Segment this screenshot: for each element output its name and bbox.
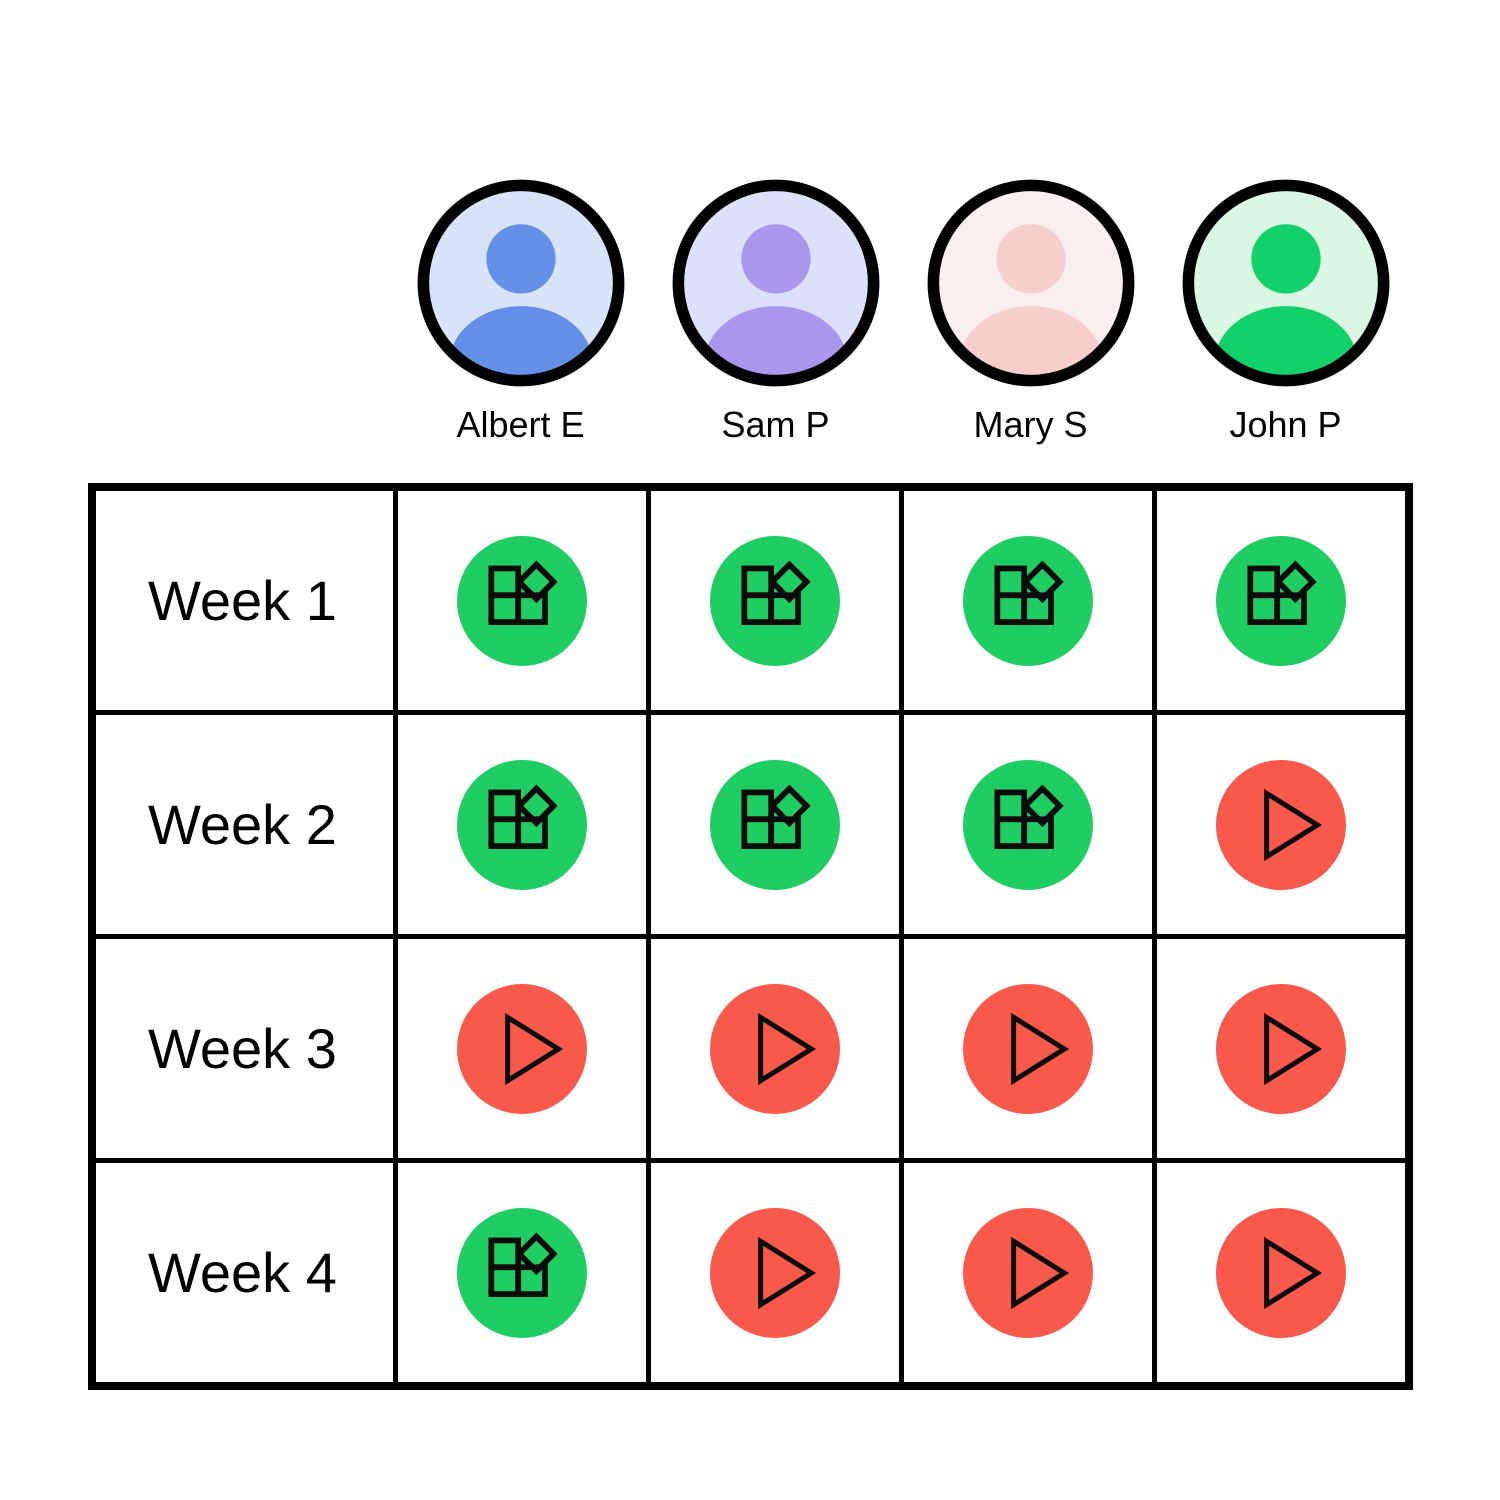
status-cell-week2-albert-e [398, 715, 646, 934]
person-header-sam-p: Sam P [648, 178, 903, 445]
blocks-icon [488, 1232, 558, 1297]
play-icon [1264, 1012, 1323, 1085]
status-badge-blocks [457, 535, 587, 666]
status-badge-play [1216, 759, 1346, 890]
play-icon [758, 1236, 817, 1309]
status-cell-week3-john-p [1157, 939, 1405, 1158]
status-badge-play [457, 983, 587, 1114]
week-label: Week 1 [148, 568, 337, 632]
person-header-john-p: John P [1158, 178, 1413, 445]
status-cell-week1-albert-e [398, 491, 646, 710]
status-badge-blocks [710, 759, 840, 890]
person-icon [1181, 178, 1391, 388]
status-badge-blocks [457, 759, 587, 890]
person-icon [671, 178, 881, 388]
play-icon [1011, 1012, 1070, 1085]
blocks-icon [488, 784, 558, 849]
play-icon [758, 1012, 817, 1085]
status-badge-play [963, 983, 1093, 1114]
play-icon [1011, 1236, 1070, 1309]
status-cell-week3-albert-e [398, 939, 646, 1158]
status-cell-week1-sam-p [651, 491, 899, 710]
week-label: Week 3 [148, 1016, 337, 1080]
person-icon [1182, 179, 1389, 387]
person-icon [417, 179, 624, 387]
status-cell-week4-albert-e [398, 1163, 646, 1382]
status-table: Week 1 Week 2 Week 3 We [88, 483, 1413, 1390]
blocks-icon [741, 560, 811, 625]
play-icon [1264, 1236, 1323, 1309]
person-name: Mary S [973, 404, 1088, 445]
person-name: Albert E [456, 404, 585, 445]
status-badge-blocks [963, 535, 1093, 666]
status-badge-play [710, 1207, 840, 1338]
week-label-cell-3: Week 3 [96, 939, 393, 1158]
person-name: Sam P [721, 404, 830, 445]
week-label-cell-2: Week 2 [96, 715, 393, 934]
status-cell-week2-sam-p [651, 715, 899, 934]
person-name: John P [1229, 404, 1342, 445]
status-cell-week3-sam-p [651, 939, 899, 1158]
week-label: Week 4 [148, 1240, 337, 1304]
status-cell-week1-mary-s [904, 491, 1152, 710]
person-header-mary-s: Mary S [903, 178, 1158, 445]
play-icon [1264, 788, 1323, 861]
person-icon [416, 178, 626, 388]
status-badge-blocks [710, 535, 840, 666]
blocks-icon [994, 560, 1064, 625]
week-label-cell-4: Week 4 [96, 1163, 393, 1382]
person-icon [927, 179, 1134, 387]
status-cell-week4-john-p [1157, 1163, 1405, 1382]
status-badge-play [1216, 1207, 1346, 1338]
blocks-icon [994, 784, 1064, 849]
status-badge-play [710, 983, 840, 1114]
status-badge-blocks [457, 1207, 587, 1338]
play-icon [505, 1012, 564, 1085]
status-cell-week2-john-p [1157, 715, 1405, 934]
status-badge-play [963, 1207, 1093, 1338]
people-header: Albert E Sam P Mary S John P [88, 178, 1413, 445]
status-badge-blocks [1216, 535, 1346, 666]
status-badge-play [1216, 983, 1346, 1114]
status-cell-week3-mary-s [904, 939, 1152, 1158]
week-label: Week 2 [148, 792, 337, 856]
status-cell-week2-mary-s [904, 715, 1152, 934]
blocks-icon [488, 560, 558, 625]
blocks-icon [1247, 560, 1317, 625]
blocks-icon [741, 784, 811, 849]
status-cell-week1-john-p [1157, 491, 1405, 710]
week-label-cell-1: Week 1 [96, 491, 393, 710]
status-cell-week4-mary-s [904, 1163, 1152, 1382]
person-icon [926, 178, 1136, 388]
person-header-albert-e: Albert E [393, 178, 648, 445]
header-spacer [88, 178, 393, 445]
status-cell-week4-sam-p [651, 1163, 899, 1382]
person-icon [672, 179, 879, 387]
status-badge-blocks [963, 759, 1093, 890]
